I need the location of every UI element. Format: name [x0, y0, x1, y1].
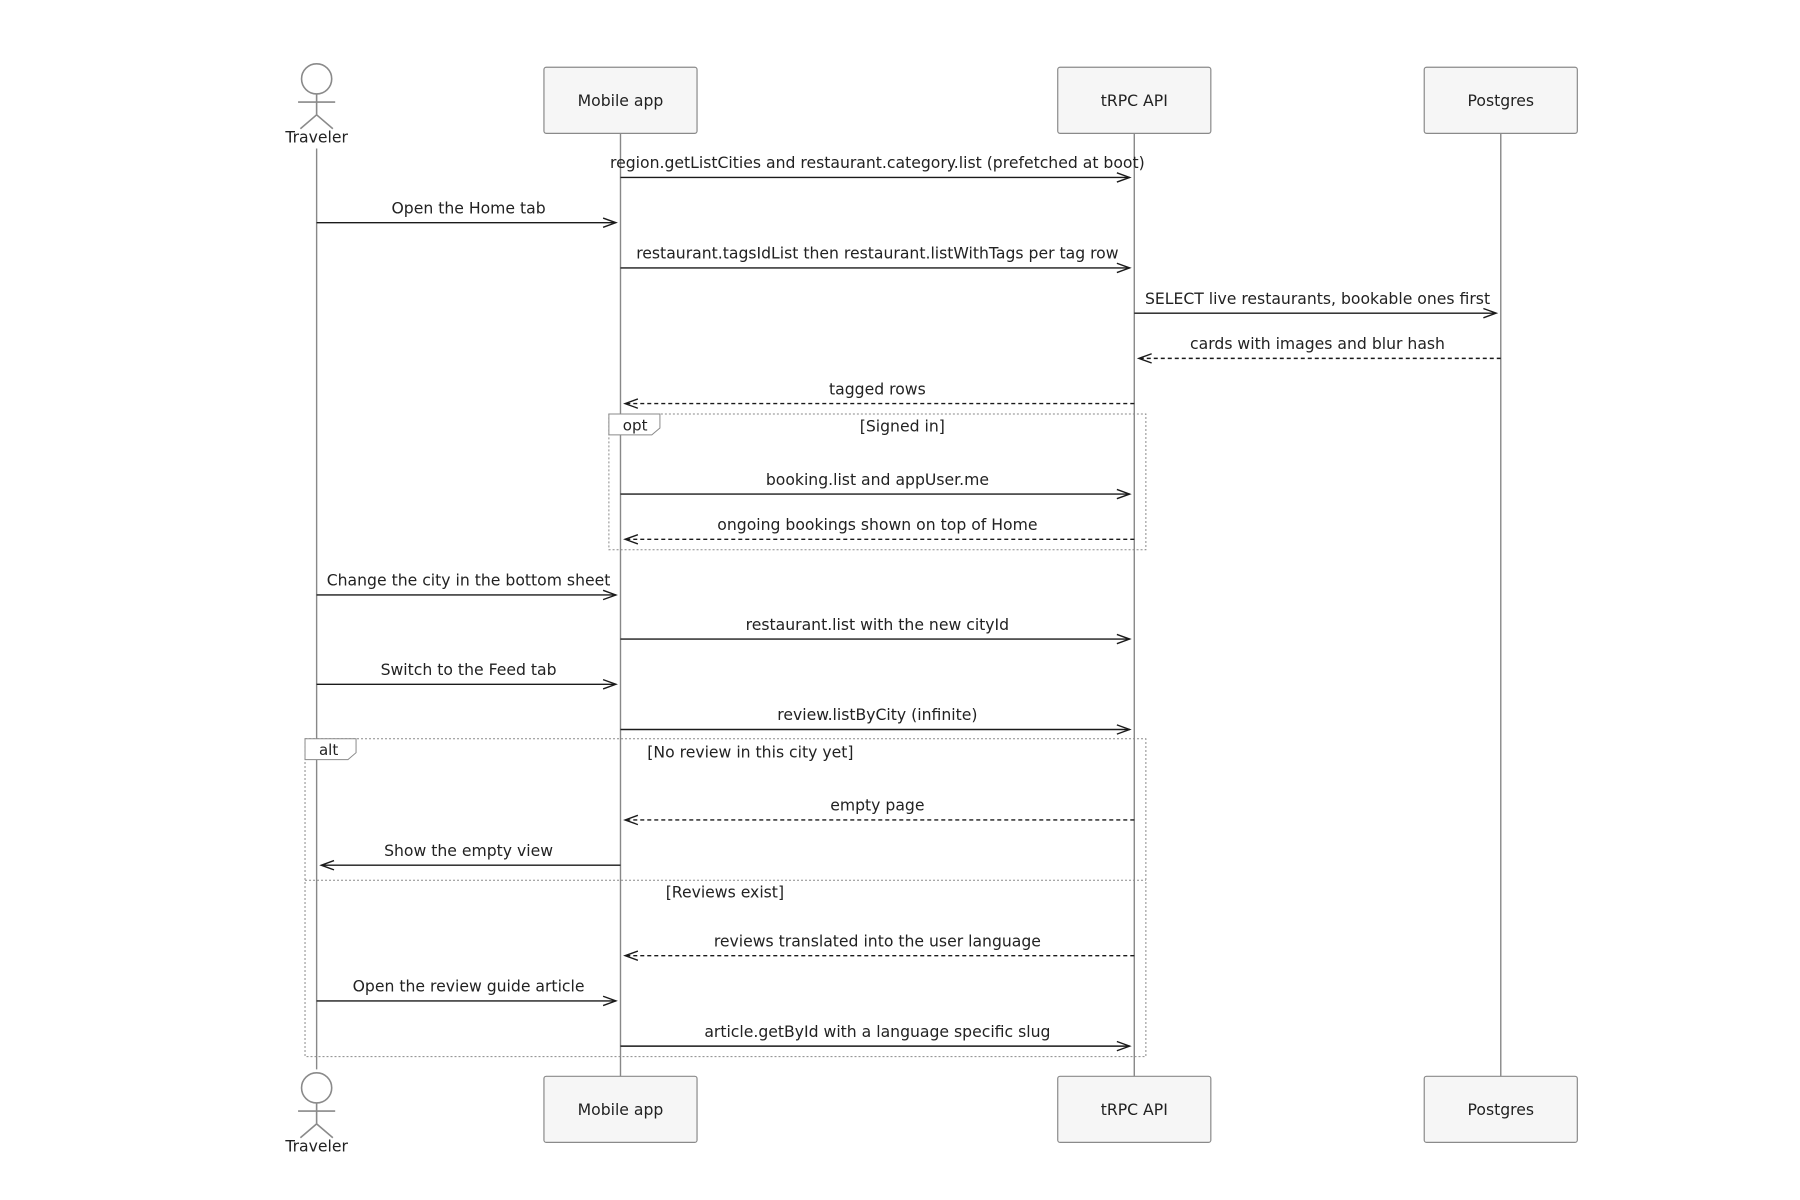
actor-stick-figure-icon: [298, 62, 336, 130]
message-label: SELECT live restaurants, bookable ones f…: [1145, 289, 1490, 308]
participant-box: [1423, 1075, 1578, 1143]
participant-mobile-bottom: Mobile app: [543, 1075, 698, 1143]
message-16: Open the review guide article: [316, 977, 618, 1007]
message-2: Open the Home tab: [316, 198, 618, 228]
message-9: Change the city in the bottom sheet: [316, 571, 618, 601]
arrowhead-icon: [623, 398, 639, 409]
actor-traveler-top: Traveler: [284, 62, 348, 147]
message-label: cards with images and blur hash: [1190, 334, 1445, 353]
participant-box: [1057, 1075, 1212, 1143]
participant-box: [1423, 66, 1578, 134]
participant-box: [543, 1075, 698, 1143]
message-11: Switch to the Feed tab: [316, 660, 618, 690]
arrowhead-icon: [602, 217, 618, 228]
message-7: booking.list and appUser.me: [620, 470, 1132, 500]
arrowhead-icon: [1483, 307, 1499, 319]
message-17: article.getById with a language specific…: [620, 1022, 1132, 1052]
message-14: Show the empty view: [319, 841, 621, 871]
participant-box: [1057, 66, 1212, 134]
participant-label: Postgres: [1468, 1100, 1535, 1119]
message-label: Change the city in the bottom sheet: [327, 571, 611, 590]
message-label: empty page: [830, 796, 924, 815]
fragment-guard: [No review in this city yet]: [647, 742, 853, 761]
message-label: Open the review guide article: [353, 977, 585, 996]
actor-label: Traveler: [284, 1137, 348, 1156]
arrowhead-icon: [602, 995, 618, 1007]
participant-label: tRPC API: [1101, 91, 1168, 110]
message-label: reviews translated into the user languag…: [714, 931, 1041, 950]
fragment-frame: [304, 738, 1147, 1058]
participant-api-bottom: tRPC API: [1057, 1075, 1212, 1143]
fragment-guard: [Signed in]: [860, 416, 945, 435]
actor-traveler-bottom: Traveler: [284, 1072, 348, 1156]
arrowhead-icon: [1116, 633, 1132, 645]
message-label: Show the empty view: [384, 841, 553, 860]
message-label: ongoing bookings shown on top of Home: [717, 515, 1037, 534]
participant-mobile-top: Mobile app: [543, 66, 698, 134]
message-label: restaurant.tagsIdList then restaurant.li…: [636, 244, 1119, 263]
message-3: restaurant.tagsIdList then restaurant.li…: [620, 244, 1132, 274]
fragment-opt: opt [Signed in]: [608, 413, 1147, 551]
participant-db-bottom: Postgres: [1423, 1075, 1578, 1143]
fragment-operator: alt: [319, 741, 338, 759]
participant-api-top: tRPC API: [1057, 66, 1212, 134]
arrowhead-icon: [623, 534, 639, 545]
message-13: empty page: [623, 796, 1135, 826]
participant-label: Postgres: [1468, 91, 1535, 110]
fragment-frame: [608, 413, 1147, 551]
message-label: tagged rows: [829, 379, 926, 398]
arrowhead-icon: [623, 814, 639, 826]
arrowhead-icon: [602, 678, 618, 690]
message-5: cards with images and blur hash: [1136, 334, 1501, 364]
participant-label: Mobile app: [578, 91, 664, 110]
fragment-alt: alt [No review in this city yet] [Reviews …: [304, 738, 1147, 1058]
participant-box: [543, 66, 698, 134]
message-1: region.getListCities and restaurant.cate…: [610, 153, 1145, 183]
message-label: Switch to the Feed tab: [381, 660, 557, 679]
message-12: review.listByCity (infinite): [620, 705, 1132, 735]
message-10: restaurant.list with the new cityId: [620, 615, 1132, 645]
arrowhead-icon: [319, 859, 335, 871]
participant-db-top: Postgres: [1423, 66, 1578, 134]
fragment-operator: opt: [623, 416, 648, 434]
arrowhead-icon: [623, 950, 639, 961]
arrowhead-icon: [1116, 1040, 1132, 1052]
message-label: article.getById with a language specific…: [704, 1022, 1050, 1041]
fragment-tab: [304, 738, 357, 761]
actor-stick-figure-icon: [298, 1072, 336, 1139]
message-label: region.getListCities and restaurant.cate…: [610, 153, 1145, 172]
arrowhead-icon: [1116, 488, 1132, 500]
participant-label: Mobile app: [578, 1100, 664, 1119]
message-label: review.listByCity (infinite): [777, 705, 977, 724]
message-4: SELECT live restaurants, bookable ones f…: [1134, 289, 1499, 319]
arrowhead-icon: [1116, 724, 1132, 735]
fragment-tab: [608, 413, 661, 436]
fragment-guard: [Reviews exist]: [666, 883, 784, 902]
arrowhead-icon: [1116, 172, 1132, 183]
participant-label: tRPC API: [1101, 1100, 1168, 1119]
message-8: ongoing bookings shown on top of Home: [623, 515, 1135, 545]
message-label: booking.list and appUser.me: [766, 470, 989, 489]
message-6: tagged rows: [623, 379, 1135, 409]
arrowhead-icon: [1116, 262, 1132, 274]
message-15: reviews translated into the user languag…: [623, 931, 1135, 961]
arrowhead-icon: [602, 589, 618, 601]
message-label: restaurant.list with the new cityId: [746, 615, 1009, 634]
actor-label: Traveler: [284, 128, 348, 147]
arrowhead-icon: [1136, 353, 1152, 364]
message-label: Open the Home tab: [391, 198, 545, 217]
